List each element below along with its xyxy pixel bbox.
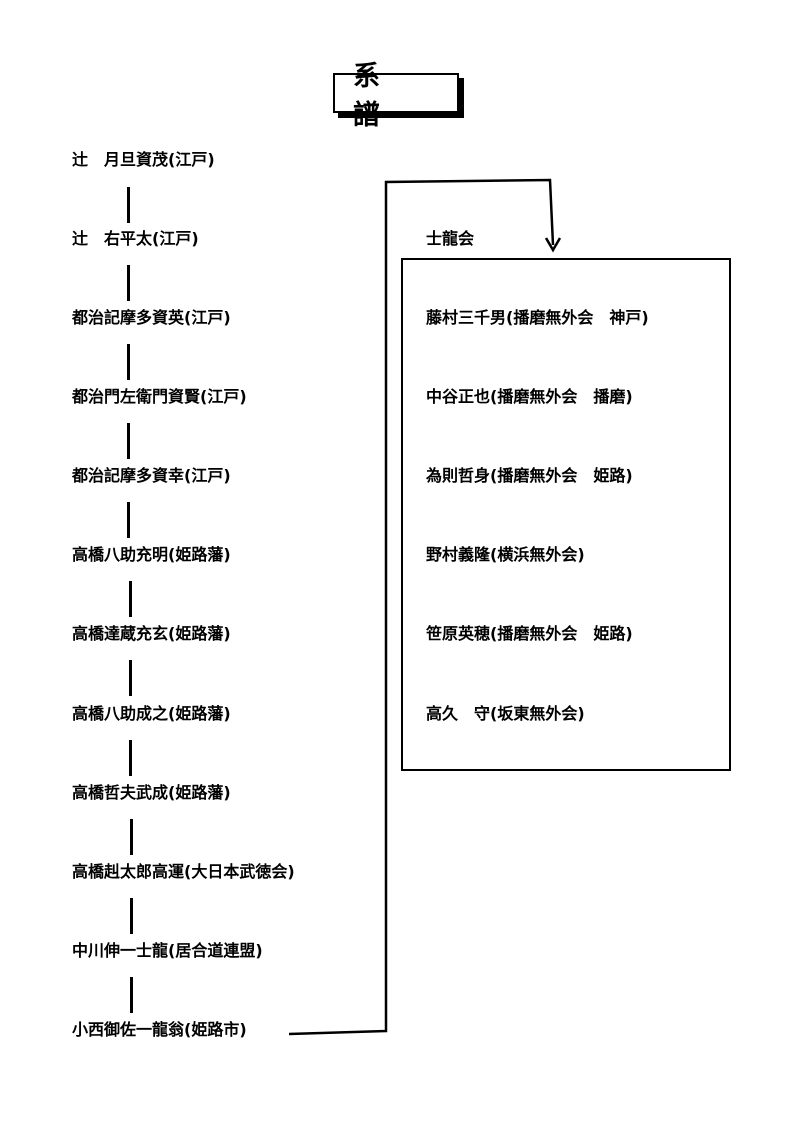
group-member: 野村義隆(横浜無外会) [426,545,585,564]
group-member: 藤村三千男(播磨無外会 神戸) [426,308,649,327]
group-member: 中谷正也(播磨無外会 播磨) [426,387,633,406]
lineage-connector [129,740,132,776]
page-title: 系 譜 [333,61,459,131]
lineage-name: 高橋哲夫武成(姫路藩) [72,783,231,802]
lineage-name: 高橋赳太郎高運(大日本武徳会) [72,862,295,881]
lineage-connector [127,187,130,223]
lineage-connector [129,581,132,617]
lineage-name: 中川伸一士龍(居合道連盟) [72,941,263,960]
lineage-connector [129,660,132,696]
lineage-connector [127,423,130,459]
group-member: 為則哲身(播磨無外会 姫路) [426,466,633,485]
group-label: 士龍会 [426,229,475,248]
group-box [401,258,731,771]
lineage-connector [130,977,133,1013]
lineage-connector [127,265,130,301]
lineage-name: 都治門左衛門資賢(江戸) [72,387,247,406]
lineage-name: 高橋八助成之(姫路藩) [72,704,231,723]
lineage-name: 小西御佐一龍翁(姫路市) [72,1020,247,1039]
lineage-name: 高橋八助充明(姫路藩) [72,545,231,564]
lineage-name: 辻 右平太(江戸) [72,229,199,248]
lineage-connector [130,898,133,934]
lineage-connector [130,819,133,855]
group-member: 笹原英穂(播磨無外会 姫路) [426,624,633,643]
lineage-name: 都治記摩多資幸(江戸) [72,466,231,485]
lineage-name: 都治記摩多資英(江戸) [72,308,231,327]
lineage-connector [127,344,130,380]
group-member: 高久 守(坂東無外会) [426,704,585,723]
lineage-connector [127,502,130,538]
lineage-name: 辻 月旦資茂(江戸) [72,150,215,169]
lineage-name: 高橋達蔵充玄(姫路藩) [72,624,231,643]
